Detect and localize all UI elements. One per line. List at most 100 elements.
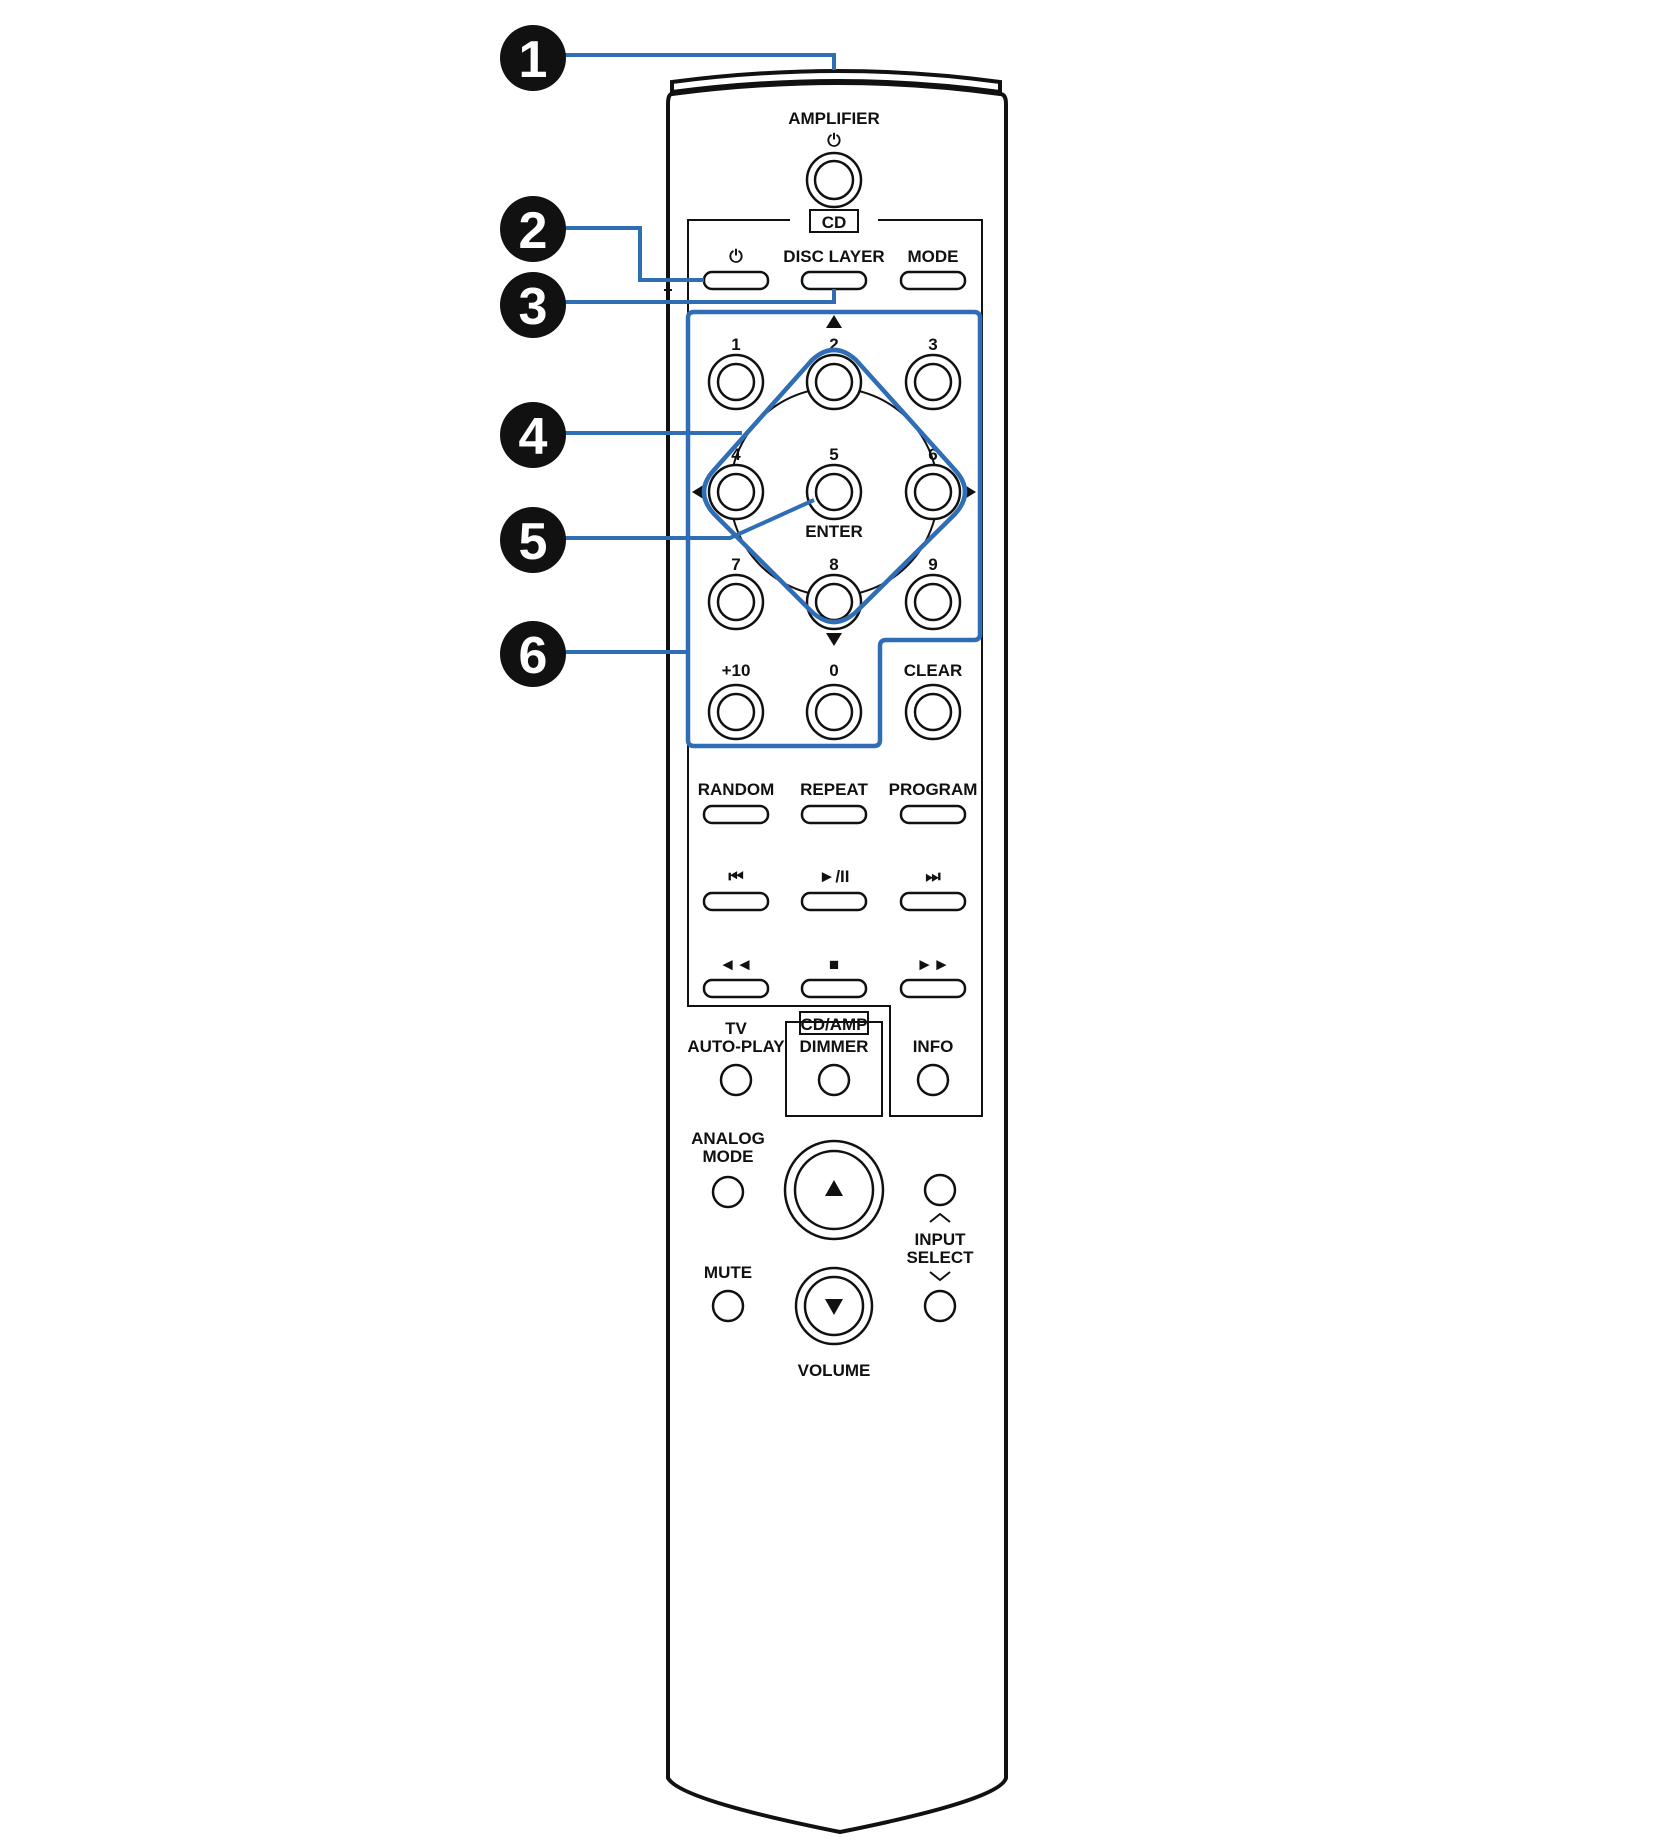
enter-label: ENTER — [805, 522, 863, 541]
num1-label: 1 — [731, 335, 740, 354]
callout-2-line — [562, 226, 704, 282]
enter-button[interactable] — [805, 463, 863, 521]
callout-badge-4: 4 — [500, 402, 566, 468]
cursor-callout-outline — [701, 347, 968, 625]
chevron-up-icon — [929, 1212, 951, 1223]
select-label: SELECT — [906, 1248, 974, 1267]
callout-5-line — [562, 498, 815, 540]
numpad-callout-outline — [685, 309, 983, 749]
num2-button[interactable] — [805, 353, 863, 411]
chevron-down-icon — [929, 1271, 951, 1282]
cd-tag-box — [809, 209, 859, 233]
arrow-up-icon — [826, 315, 842, 328]
num0-label: 0 — [829, 661, 838, 680]
stop-icon: ■ — [829, 955, 839, 974]
num6-button[interactable] — [904, 463, 962, 521]
input-select-up-button[interactable] — [923, 1173, 957, 1207]
cd-amp-tag-box — [799, 1011, 869, 1035]
repeat-label: REPEAT — [800, 780, 868, 799]
volume-up-button[interactable] — [783, 1139, 885, 1241]
svg-text:2: 2 — [519, 202, 548, 260]
num2-label: 2 — [829, 335, 838, 354]
program-label: PROGRAM — [889, 780, 978, 799]
num8-button[interactable] — [805, 573, 863, 631]
repeat-button[interactable] — [800, 804, 868, 825]
num6-label: 6 — [928, 445, 937, 464]
plus10-label: +10 — [722, 661, 751, 680]
auto-play-label: AUTO-PLAY — [687, 1037, 785, 1056]
forward-button[interactable] — [899, 978, 967, 999]
callout-3-line — [562, 289, 836, 304]
volume-down-button[interactable] — [794, 1266, 874, 1346]
forward-icon: ►► — [916, 955, 950, 974]
cd-tag-label: CD — [822, 213, 847, 232]
clear-button[interactable] — [904, 683, 962, 741]
dimmer-label: DIMMER — [800, 1037, 869, 1056]
num3-label: 3 — [928, 335, 937, 354]
plus10-button[interactable] — [707, 683, 765, 741]
cd-power-button[interactable] — [702, 270, 770, 291]
prev-button[interactable] — [702, 891, 770, 912]
amplifier-label: AMPLIFIER — [788, 109, 880, 128]
volume-down-icon — [825, 1299, 843, 1315]
analog-mode-button[interactable] — [711, 1175, 745, 1209]
arrow-left-icon — [692, 484, 705, 500]
cd-power-icon: ⏻ — [729, 247, 743, 266]
mute-button[interactable] — [711, 1289, 745, 1323]
amplifier-power-button[interactable] — [805, 151, 863, 209]
mode-label: MODE — [908, 247, 959, 266]
num9-label: 9 — [928, 555, 937, 574]
play-pause-icon: ►/II — [819, 867, 850, 886]
volume-up-icon — [825, 1180, 843, 1196]
remote-body — [666, 69, 1008, 1835]
info-label: INFO — [913, 1037, 954, 1056]
svg-text:4: 4 — [519, 408, 548, 466]
num4-button[interactable] — [707, 463, 765, 521]
callout-badge-3: 3 — [500, 272, 566, 338]
random-button[interactable] — [702, 804, 770, 825]
callout-badge-6: 6 — [500, 621, 566, 687]
num8-label: 8 — [829, 555, 838, 574]
callout-badge-2: 2 — [500, 196, 566, 262]
tv-auto-play-button[interactable] — [719, 1063, 753, 1097]
next-button[interactable] — [899, 891, 967, 912]
input-label: INPUT — [915, 1230, 967, 1249]
mode-button[interactable] — [899, 270, 967, 291]
program-button[interactable] — [899, 804, 967, 825]
disc-layer-button[interactable] — [800, 270, 868, 291]
svg-text:3: 3 — [519, 278, 548, 336]
prev-icon: ⏮ — [728, 867, 743, 886]
num1-button[interactable] — [707, 353, 765, 411]
clear-label: CLEAR — [904, 661, 963, 680]
power-icon: ⏻ — [827, 131, 841, 150]
disc-layer-label: DISC LAYER — [783, 247, 884, 266]
num9-button[interactable] — [904, 573, 962, 631]
rewind-button[interactable] — [702, 978, 770, 999]
stop-button[interactable] — [800, 978, 868, 999]
callout-badge-5: 5 — [500, 507, 566, 573]
play-pause-button[interactable] — [800, 891, 868, 912]
rewind-icon: ◄◄ — [719, 955, 753, 974]
cd-amp-frame — [785, 1021, 883, 1117]
num7-label: 7 — [731, 555, 740, 574]
num5-label: 5 — [829, 445, 838, 464]
tv-label: TV — [725, 1019, 747, 1038]
info-button[interactable] — [916, 1063, 950, 1097]
random-label: RANDOM — [698, 780, 775, 799]
num7-button[interactable] — [707, 573, 765, 631]
input-select-down-button[interactable] — [923, 1289, 957, 1323]
svg-text:1: 1 — [519, 31, 548, 89]
mute-label: MUTE — [704, 1263, 752, 1282]
analog-mode-label: MODE — [703, 1147, 754, 1166]
svg-text:6: 6 — [519, 627, 548, 685]
num3-button[interactable] — [904, 353, 962, 411]
analog-label: ANALOG — [691, 1129, 765, 1148]
cd-amp-label: CD/AMP — [800, 1015, 867, 1034]
svg-text:5: 5 — [519, 513, 548, 571]
callout-1-line — [562, 53, 836, 70]
num0-button[interactable] — [805, 683, 863, 741]
dimmer-button[interactable] — [817, 1063, 851, 1097]
arrow-down-icon — [826, 633, 842, 646]
